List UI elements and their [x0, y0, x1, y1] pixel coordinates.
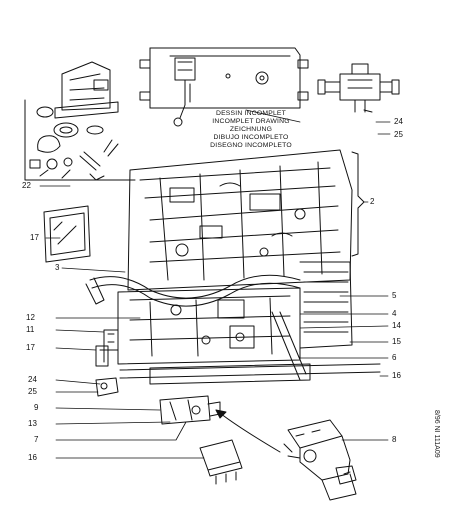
cover-plate [43, 205, 91, 263]
callout-4: 4 [392, 309, 397, 318]
callout-11: 11 [26, 325, 35, 334]
side-reference-code: 8/96 NI 111A09 [433, 410, 440, 458]
top-housing-unit [139, 47, 309, 127]
assembly-arrowhead [215, 409, 227, 419]
main-assembly [85, 149, 381, 385]
callout-6: 6 [392, 353, 397, 362]
callout-7: 7 [34, 435, 39, 444]
assembly-arrow [215, 409, 281, 453]
note-line-es: DIBUJO INCOMPLETO [213, 134, 289, 141]
callout-3: 3 [55, 263, 60, 272]
callout-16-bottom: 16 [28, 453, 37, 462]
top-right-relay [317, 63, 400, 113]
callout-2: 2 [370, 197, 375, 206]
incomplete-drawing-note: DESSIN INCOMPLET INCOMPLET DRAWING ZEICH… [196, 110, 306, 150]
callout-24-mid: 24 [28, 375, 37, 384]
callout-8: 8 [392, 435, 397, 444]
left-small-parts [95, 329, 119, 397]
callout-14: 14 [392, 321, 401, 330]
note-line-fr: DESSIN INCOMPLET [215, 110, 287, 117]
group-2-bracket [351, 151, 365, 257]
callout-16-right: 16 [392, 371, 401, 380]
callout-17-top: 17 [30, 233, 39, 242]
callout-5: 5 [392, 291, 397, 300]
note-line-en: INCOMPLET DRAWING [212, 118, 290, 125]
note-line-it: DISEGNO INCOMPLETO [210, 142, 292, 149]
callout-13: 13 [28, 419, 37, 428]
connector-assembly [283, 419, 357, 501]
callout-22: 22 [22, 181, 31, 190]
callout-15: 15 [392, 337, 401, 346]
bottom-relay [199, 439, 243, 485]
callout-25-mid: 25 [28, 387, 37, 396]
callout-9: 9 [34, 403, 39, 412]
callout-12: 12 [26, 313, 35, 322]
callout-24-top: 24 [394, 117, 403, 126]
note-line-de: ZEICHNUNG [229, 126, 273, 133]
callout-25-top: 25 [394, 130, 403, 139]
switch-assembly [159, 395, 221, 425]
callout-17-mid: 17 [26, 343, 35, 352]
leader-lines [39, 109, 391, 459]
upper-left-parts-group [24, 61, 136, 181]
